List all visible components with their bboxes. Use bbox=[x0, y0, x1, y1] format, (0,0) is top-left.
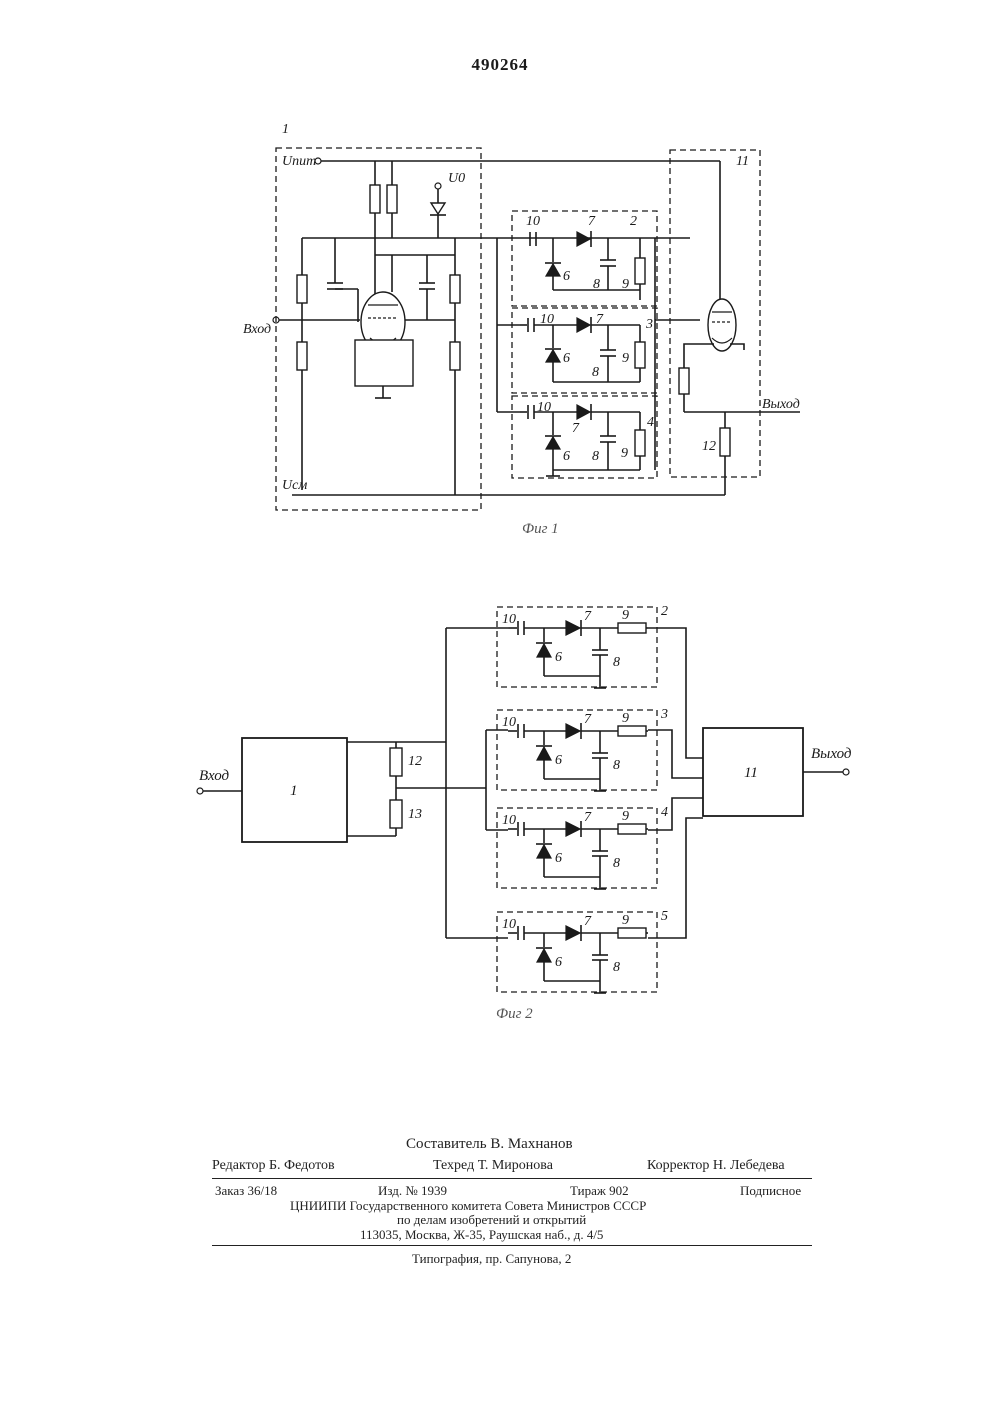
fig2-label-7: 7 bbox=[584, 914, 592, 929]
fig2-block-1-label: 1 bbox=[290, 783, 298, 799]
resistor-bias-bottom bbox=[297, 342, 307, 370]
fig2-resistor-12-label: 12 bbox=[408, 754, 422, 769]
fig2-channel-2: 2 10 7 9 6 8 bbox=[497, 604, 668, 688]
svg-text:8: 8 bbox=[592, 449, 599, 464]
resistor-cathode bbox=[679, 368, 689, 394]
resistor-anode-2 bbox=[387, 185, 397, 213]
svg-text:8: 8 bbox=[592, 365, 599, 380]
footer-techred: Техред Т. Миронова bbox=[433, 1158, 553, 1174]
fig2-block-11 bbox=[703, 728, 803, 816]
fig2-resistor-13 bbox=[390, 800, 402, 828]
fig2-channel-number: 5 bbox=[661, 909, 668, 924]
fig1-input-label: Вход bbox=[243, 322, 271, 337]
svg-text:6: 6 bbox=[563, 449, 570, 464]
svg-text:7: 7 bbox=[572, 421, 580, 436]
svg-text:7: 7 bbox=[588, 214, 596, 229]
fig2-label-10: 10 bbox=[502, 715, 516, 730]
svg-text:8: 8 bbox=[593, 277, 600, 292]
fig2-label-9: 9 bbox=[622, 809, 629, 824]
resistor-anode-1 bbox=[370, 185, 380, 213]
fig2-label-6: 6 bbox=[555, 851, 562, 866]
figure-1-schematic: 1 Uпит U0 Вход Uсм bbox=[0, 0, 1000, 560]
fig1-caption: Фиг 1 bbox=[522, 521, 559, 537]
fig2-label-8: 8 bbox=[613, 856, 620, 871]
fig1-ch3-number: 3 bbox=[645, 317, 653, 332]
resistor-12 bbox=[720, 428, 730, 456]
svg-text:9: 9 bbox=[622, 277, 629, 292]
fig2-channel-5: 5 10 7 9 6 8 bbox=[497, 909, 668, 993]
fig2-label-9: 9 bbox=[622, 913, 629, 928]
footer-podpisnoe: Подписное bbox=[740, 1183, 801, 1199]
fig2-channel-number: 4 bbox=[661, 805, 668, 820]
fig2-label-6: 6 bbox=[555, 650, 562, 665]
block-11-label: 11 bbox=[736, 154, 749, 169]
fig2-caption: Фиг 2 bbox=[496, 1006, 533, 1022]
fig2-label-10: 10 bbox=[502, 813, 516, 828]
resistor-bias-top bbox=[297, 275, 307, 303]
fig2-input-label: Вход bbox=[199, 768, 230, 784]
footer-editor: Редактор Б. Федотов bbox=[212, 1158, 335, 1174]
fig2-label-10: 10 bbox=[502, 917, 516, 932]
fig2-label-8: 8 bbox=[613, 758, 620, 773]
fig2-output-label: Выход bbox=[811, 746, 852, 762]
fig2-label-7: 7 bbox=[584, 712, 592, 727]
u0-diode bbox=[431, 203, 445, 214]
fig2-label-7: 7 bbox=[584, 609, 592, 624]
u-pit-label: Uпит bbox=[282, 154, 316, 169]
fig1-channel-3: 10 7 3 6 8 9 bbox=[512, 308, 657, 393]
fig2-label-6: 6 bbox=[555, 753, 562, 768]
fig2-block-11-label: 11 bbox=[744, 765, 758, 781]
svg-text:9: 9 bbox=[622, 351, 629, 366]
fig2-resistor-13-label: 13 bbox=[408, 807, 422, 822]
fig1-ch2-number: 2 bbox=[630, 214, 637, 229]
fig2-label-6: 6 bbox=[555, 955, 562, 970]
fig1-output-label: Выход bbox=[762, 397, 800, 412]
footer-izd: Изд. № 1939 bbox=[378, 1183, 447, 1199]
footer-compiler: Составитель В. Махнанов bbox=[406, 1136, 573, 1153]
fig1-channel-2: 10 7 2 6 8 9 bbox=[512, 211, 657, 306]
footer-org-3: 113035, Москва, Ж-35, Раушская наб., д. … bbox=[360, 1227, 603, 1243]
heater-box bbox=[355, 340, 413, 386]
fig2-block-1 bbox=[242, 738, 347, 842]
fig2-channel-number: 2 bbox=[661, 604, 668, 619]
footer-printer: Типография, пр. Сапунова, 2 bbox=[412, 1251, 571, 1267]
u-sm-label: Uсм bbox=[282, 478, 307, 493]
footer-rule-2 bbox=[212, 1245, 812, 1246]
svg-text:10: 10 bbox=[526, 214, 540, 229]
footer-tirazh: Тираж 902 bbox=[570, 1183, 629, 1199]
fig1-resistor-12-label: 12 bbox=[702, 439, 716, 454]
footer-rule-1 bbox=[212, 1178, 812, 1179]
fig2-label-8: 8 bbox=[613, 655, 620, 670]
svg-text:6: 6 bbox=[563, 351, 570, 366]
fig2-channel-3: 3 10 7 9 6 8 bbox=[497, 707, 668, 791]
fig2-label-9: 9 bbox=[622, 711, 629, 726]
fig2-label-9: 9 bbox=[622, 608, 629, 623]
footer-corrector: Корректор Н. Лебедева bbox=[647, 1158, 785, 1174]
fig2-channel-4: 4 10 7 9 6 8 bbox=[497, 805, 668, 889]
fig2-resistor-12 bbox=[390, 748, 402, 776]
footer-order: Заказ 36/18 bbox=[215, 1183, 277, 1199]
block-1-label: 1 bbox=[282, 122, 289, 137]
resistor-right-top bbox=[450, 275, 460, 303]
fig2-label-8: 8 bbox=[613, 960, 620, 975]
footer-org-2: по делам изобретений и открытий bbox=[397, 1212, 586, 1228]
svg-text:6: 6 bbox=[563, 269, 570, 284]
svg-text:9: 9 bbox=[621, 446, 628, 461]
fig2-label-10: 10 bbox=[502, 612, 516, 627]
fig2-label-7: 7 bbox=[584, 810, 592, 825]
fig2-channel-number: 3 bbox=[660, 707, 668, 722]
resistor-right-bottom bbox=[450, 342, 460, 370]
u0-label: U0 bbox=[448, 171, 465, 186]
fig1-channel-4: 10 7 4 6 8 9 bbox=[512, 396, 657, 478]
fig1-ch4-number: 4 bbox=[647, 415, 654, 430]
